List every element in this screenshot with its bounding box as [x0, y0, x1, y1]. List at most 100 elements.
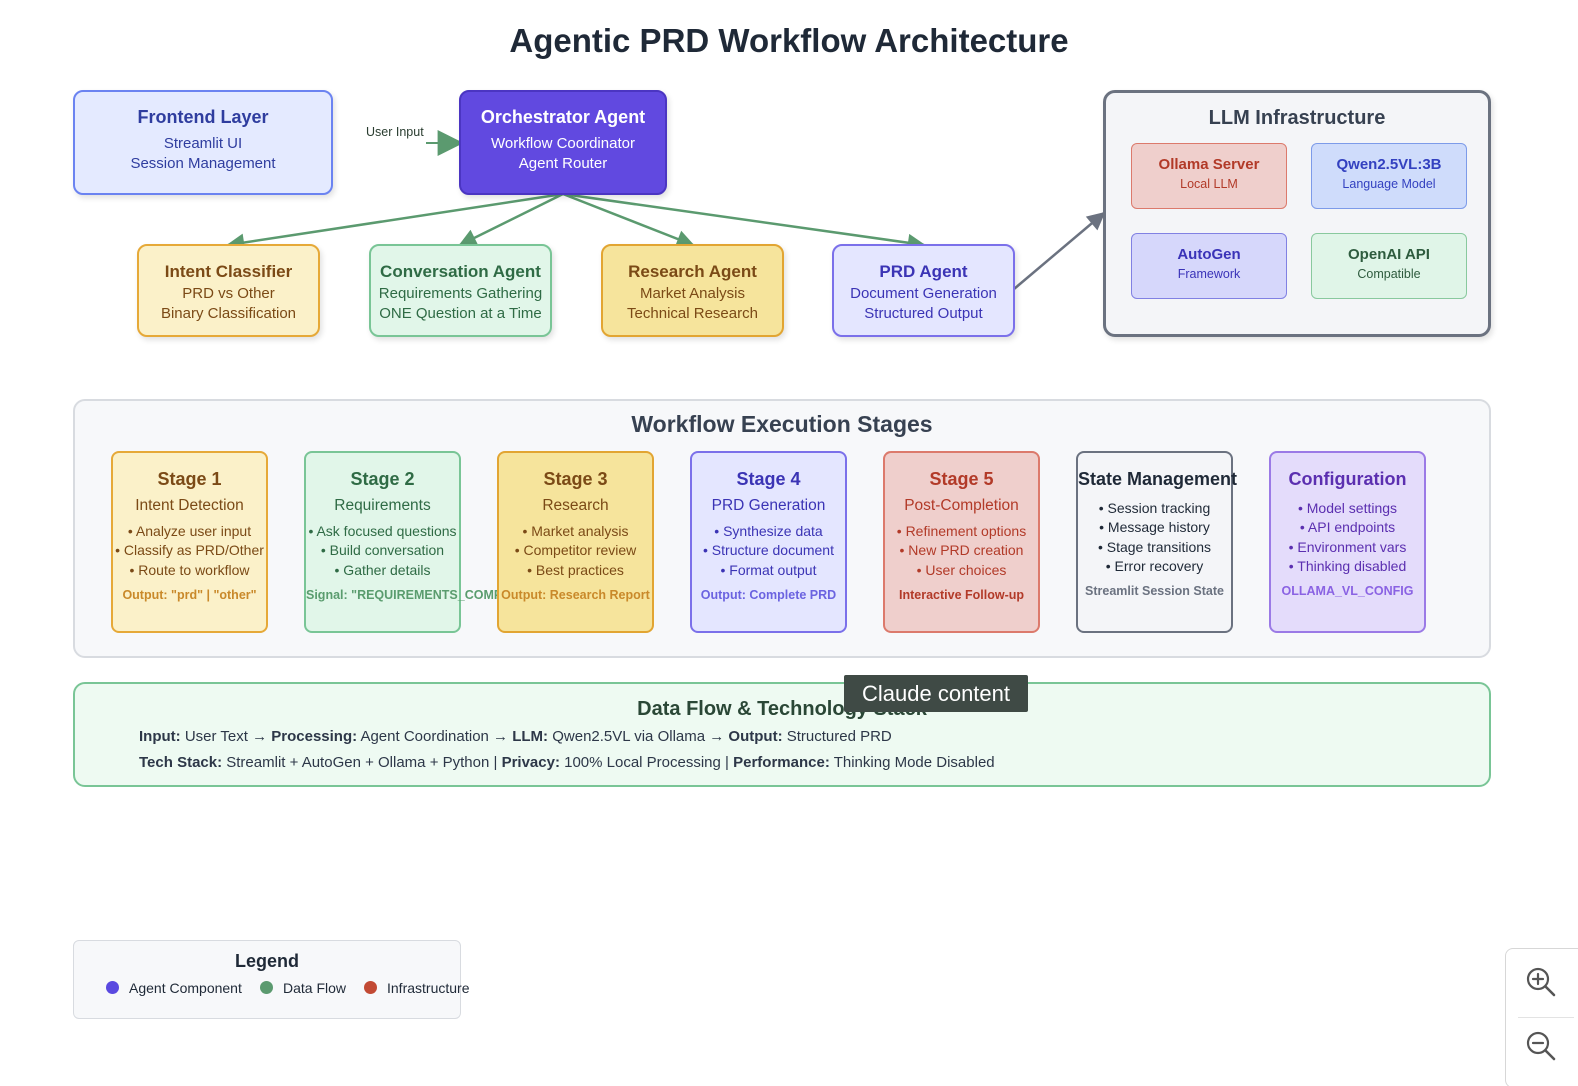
stage-title: Stage 4: [736, 469, 801, 489]
stage-bullet: • Stage transitions: [1097, 538, 1212, 555]
frontend-title: Frontend Layer: [137, 107, 269, 127]
content-tooltip: Claude content: [844, 675, 1028, 712]
legend-dot: [260, 981, 273, 994]
research-agent-box: Research Agent Market Analysis Technical…: [601, 244, 784, 337]
dataflow-line-1: Input: User Text → Processing: Agent Coo…: [139, 728, 892, 745]
df-value: Agent Coordination →: [357, 728, 513, 745]
stage-1-box: Stage 1 Intent Detection • Analyze user …: [111, 451, 268, 633]
legend-dot: [364, 981, 377, 994]
frontend-layer-box: Frontend Layer Streamlit UI Session Mana…: [73, 90, 333, 195]
agent-line: Technical Research: [627, 305, 758, 322]
zoom-in-button[interactable]: [1524, 965, 1558, 999]
orchestrator-line: Agent Router: [518, 155, 608, 172]
legend-title: Legend: [234, 951, 299, 971]
chip-desc: Language Model: [1342, 177, 1436, 191]
stage-bullet: • Refinement options: [896, 523, 1027, 539]
stage-bullet: • Route to workflow: [129, 561, 250, 578]
stage-subtitle: PRD Generation: [711, 497, 826, 514]
stage-bullet: • API endpoints: [1299, 519, 1396, 536]
stage-4-box: Stage 4 PRD Generation • Synthesize data…: [690, 451, 847, 633]
frontend-line: Session Management: [130, 155, 276, 172]
orchestrator-line: Workflow Coordinator: [491, 135, 635, 152]
legend-dot: [106, 981, 119, 994]
llm-infrastructure-box: LLM Infrastructure Ollama Server Local L…: [1103, 90, 1491, 337]
arrow-orch-intent: [226, 192, 564, 252]
stage-bullet: • Gather details: [334, 561, 431, 578]
agent-line: ONE Question at a Time: [379, 305, 542, 322]
df-label: Processing:: [271, 728, 358, 745]
df-value: User Text →: [180, 728, 272, 745]
agent-line: Requirements Gathering: [378, 285, 543, 302]
stage-5-box: Stage 5 Post-Completion • Refinement opt…: [883, 451, 1040, 633]
stage-title: Stage 2: [350, 469, 415, 489]
df-label: Input:: [139, 728, 181, 745]
legend-item: Infrastructure: [364, 980, 469, 996]
stage-subtitle: Research: [542, 497, 609, 514]
stage-title: Configuration: [1288, 469, 1407, 489]
data-flow-panel: Data Flow & Technology Stack Input: User…: [73, 682, 1491, 787]
stage-bullet: • Error recovery: [1105, 557, 1204, 574]
chip-name: Qwen2.5VL:3B: [1336, 156, 1442, 173]
agent-line: PRD vs Other: [182, 285, 275, 302]
agent-line: Market Analysis: [639, 285, 746, 302]
agent-line: Binary Classification: [160, 305, 297, 322]
arrow-prd-llm: [1013, 211, 1106, 290]
chip-name: Ollama Server: [1158, 156, 1260, 173]
stage-bullet: • Best practices: [527, 561, 624, 578]
llm-chip-ollama: Ollama Server Local LLM: [1131, 143, 1287, 209]
df-value: 100% Local Processing |: [559, 754, 734, 771]
frontend-line: Streamlit UI: [163, 135, 243, 152]
stage-output: Interactive Follow-up: [898, 587, 1024, 602]
stage-3-box: Stage 3 Research • Market analysis • Com…: [497, 451, 654, 633]
stage-bullet: • Format output: [720, 561, 817, 578]
stage-bullet: • Analyze user input: [127, 523, 252, 539]
stage-output: OLLAMA_VL_CONFIG: [1281, 584, 1414, 599]
stage-output: Output: "prd" | "other": [122, 587, 257, 602]
stage-output: Output: Complete PRD: [700, 587, 837, 602]
agent-line: Structured Output: [864, 305, 983, 322]
agent-title: Conversation Agent: [380, 262, 541, 281]
stage-bullet: • User choices: [916, 561, 1007, 578]
legend-label: Agent Component: [129, 980, 242, 996]
stage-bullet: • Session tracking: [1098, 500, 1211, 516]
stage-bullet: • Thinking disabled: [1288, 557, 1407, 574]
dataflow-line-2: Tech Stack: Streamlit + AutoGen + Ollama…: [139, 754, 995, 771]
orchestrator-agent-box: Orchestrator Agent Workflow Coordinator …: [459, 90, 667, 195]
df-value: Structured PRD: [782, 728, 892, 745]
stage-subtitle: Post-Completion: [904, 497, 1019, 514]
stage-2-box: Stage 2 Requirements • Ask focused quest…: [304, 451, 540, 633]
df-label: Output:: [728, 728, 783, 745]
df-label: Performance:: [733, 754, 830, 771]
arrow-orch-conversation: [458, 192, 564, 247]
agent-title: PRD Agent: [879, 262, 968, 281]
stage-title: Stage 3: [543, 469, 608, 489]
state-management-box: State Management • Session tracking • Me…: [1076, 451, 1237, 633]
legend-item: Agent Component: [106, 980, 242, 996]
user-input-label: User Input: [366, 125, 424, 139]
stage-title: Stage 5: [929, 469, 994, 489]
stage-bullet: • Market analysis: [522, 523, 629, 539]
stage-subtitle: Requirements: [334, 497, 431, 514]
zoom-out-icon: [1526, 1031, 1556, 1061]
chip-name: AutoGen: [1177, 246, 1241, 263]
zoom-out-button[interactable]: [1524, 1029, 1558, 1063]
stage-bullet: • Ask focused questions: [308, 523, 457, 539]
stage-bullet: • Build conversation: [320, 542, 445, 559]
llm-title: LLM Infrastructure: [1208, 107, 1386, 129]
stage-bullet: • Classify as PRD/Other: [115, 542, 264, 559]
agent-line: Document Generation: [850, 285, 997, 302]
df-value: Streamlit + AutoGen + Ollama + Python |: [222, 754, 502, 771]
df-label: Privacy:: [501, 754, 560, 771]
llm-chip-qwen: Qwen2.5VL:3B Language Model: [1311, 143, 1467, 209]
stage-output: Output: Research Report: [501, 587, 650, 602]
stage-bullet: • Environment vars: [1288, 538, 1407, 555]
configuration-box: Configuration • Model settings • API end…: [1269, 451, 1426, 633]
llm-chip-autogen: AutoGen Framework: [1131, 233, 1287, 299]
stage-bullet: • Model settings: [1297, 500, 1398, 516]
stages-title: Workflow Execution Stages: [631, 411, 933, 437]
legend-label: Infrastructure: [387, 980, 470, 996]
legend-item: Data Flow: [260, 980, 346, 996]
diagram-title: Agentic PRD Workflow Architecture: [509, 22, 1069, 59]
agent-title: Intent Classifier: [164, 262, 293, 281]
orchestrator-title: Orchestrator Agent: [480, 107, 646, 127]
